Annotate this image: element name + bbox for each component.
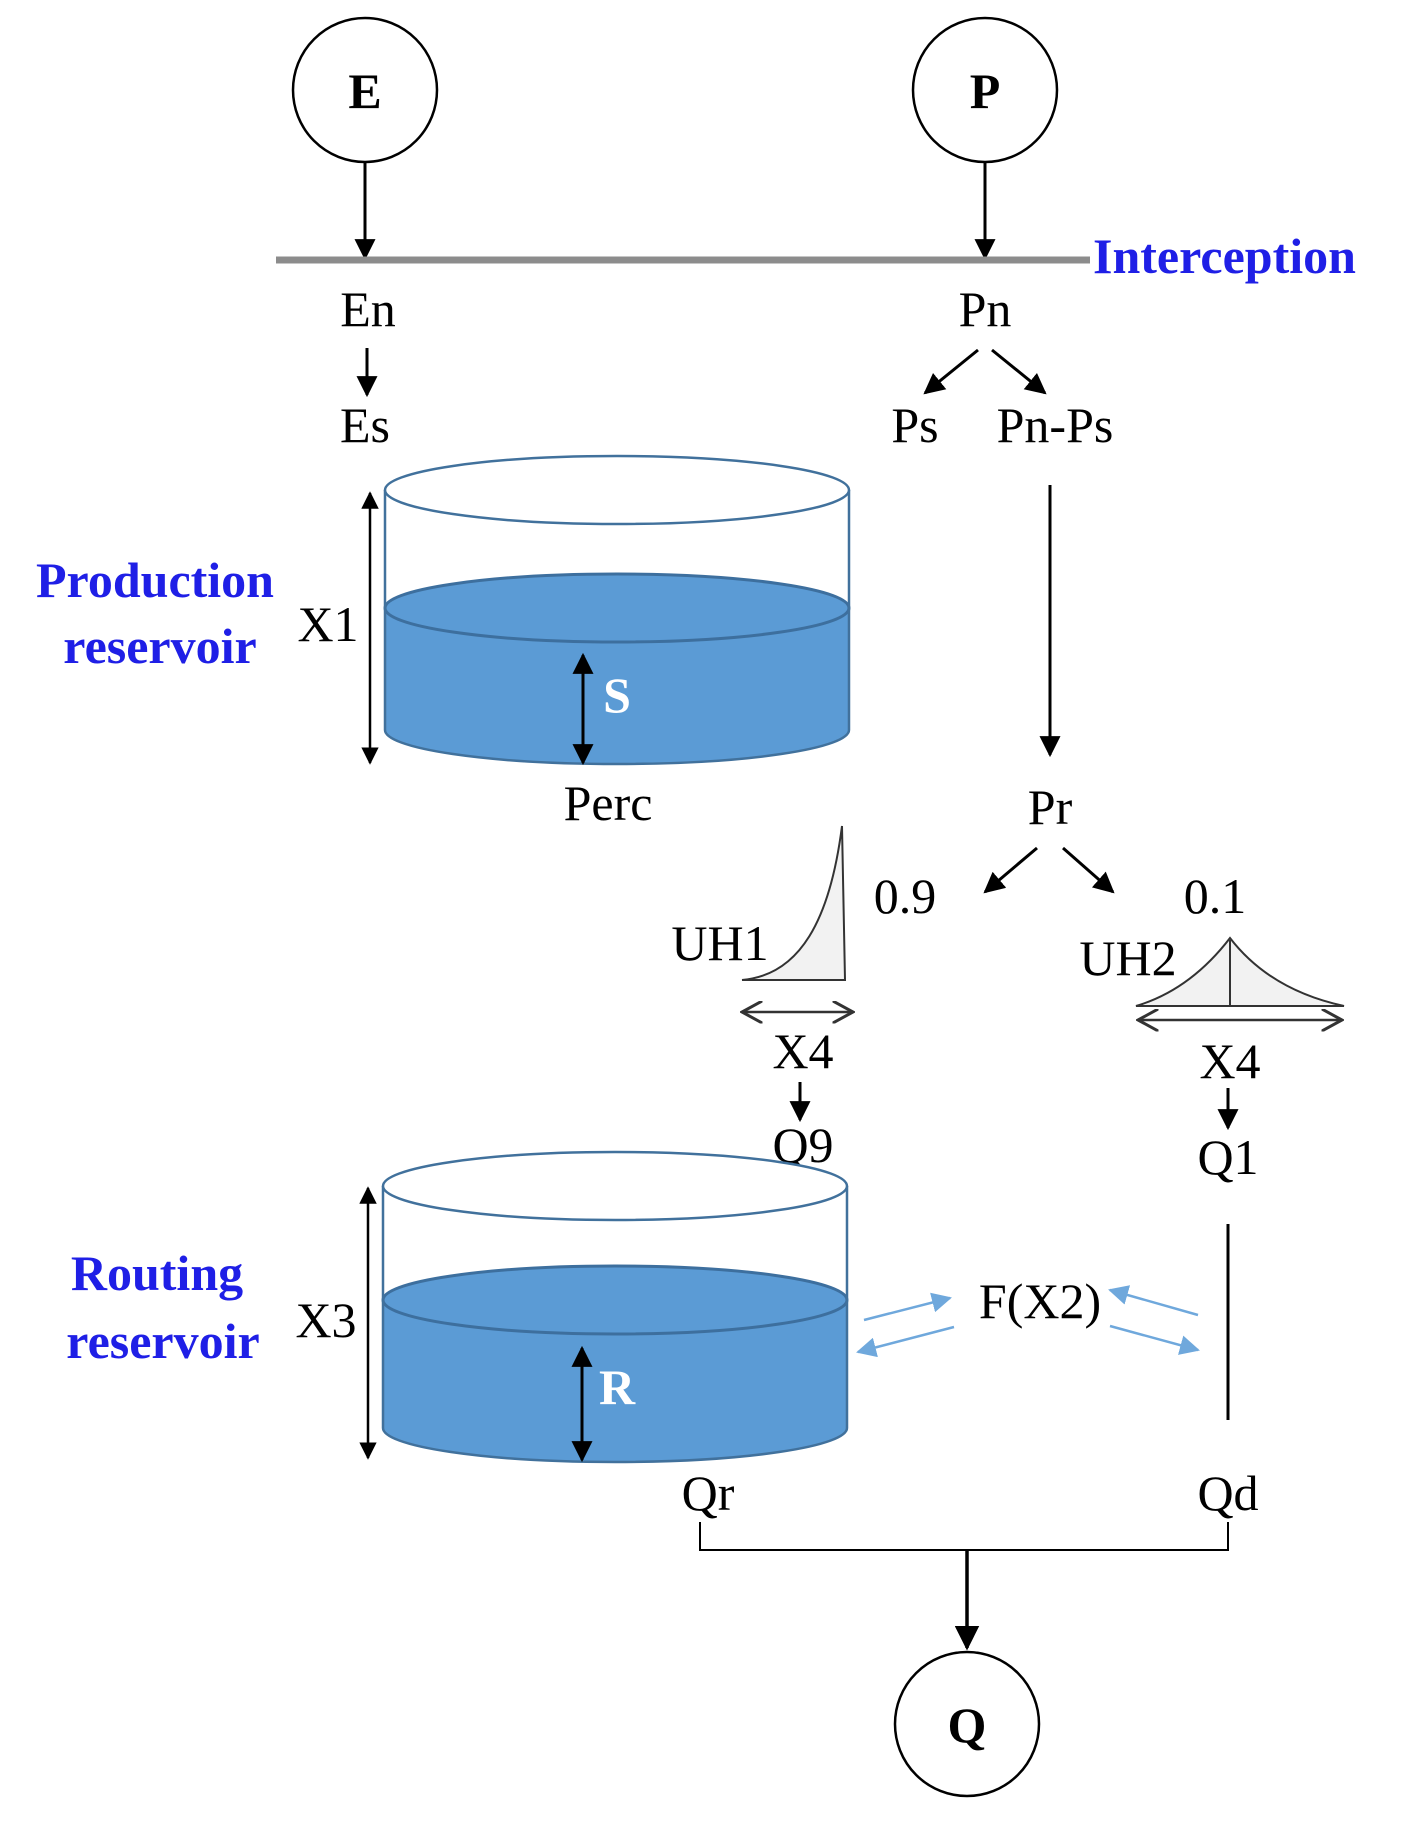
s-label: S (603, 667, 631, 723)
uh2-x4-label: X4 (1199, 1033, 1260, 1089)
routing-reservoir-title-line2: reservoir (66, 1313, 259, 1369)
precipitation-label: P (970, 63, 1001, 119)
arrow-icon (1062, 846, 1115, 894)
evaporation-node: E (291, 16, 439, 164)
pn-ps-label: Pn-Ps (997, 397, 1114, 453)
precipitation-node: P (911, 16, 1059, 164)
fx2-label: F(X2) (979, 1273, 1101, 1329)
arrow-icon (983, 846, 1038, 894)
evaporation-label: E (348, 63, 381, 119)
exchange-arrow-icon (1109, 1324, 1200, 1355)
r-label: R (599, 1359, 636, 1415)
qr-label: Qr (682, 1465, 735, 1521)
production-reservoir-tank-icon (383, 454, 851, 766)
fraction-01-label: 0.1 (1184, 868, 1247, 924)
outflow-node: Q (893, 1650, 1041, 1798)
arrow-icon (991, 348, 1047, 395)
qd-label: Qd (1197, 1465, 1258, 1521)
exchange-arrow-icon (856, 1325, 955, 1358)
es-label: Es (340, 397, 390, 453)
uh1-x4-label: X4 (772, 1023, 833, 1079)
q1-label: Q1 (1197, 1129, 1258, 1185)
en-label: En (340, 281, 396, 337)
x3-label: X3 (295, 1292, 356, 1348)
merge-bracket (699, 1522, 1229, 1551)
fraction-09-label: 0.9 (874, 868, 937, 924)
uh2-unit-hydrograph-icon (1135, 936, 1345, 1007)
arrow-icon (923, 348, 979, 395)
exchange-arrow-icon (1108, 1285, 1199, 1317)
pn-label: Pn (959, 281, 1012, 337)
perc-label: Perc (564, 775, 653, 831)
routing-reservoir-tank-icon (381, 1150, 849, 1464)
uh1-label: UH1 (671, 915, 768, 971)
production-reservoir-title-line2: reservoir (63, 618, 256, 674)
uh2-label: UH2 (1079, 930, 1176, 986)
outflow-label: Q (948, 1697, 987, 1753)
routing-reservoir-title-line1: Routing (71, 1245, 243, 1301)
uh1-unit-hydrograph-icon (741, 825, 847, 981)
interception-label: Interception (1093, 228, 1356, 284)
pr-label: Pr (1028, 779, 1073, 835)
production-reservoir-title-line1: Production (36, 552, 274, 608)
ps-label: Ps (891, 397, 938, 453)
x1-label: X1 (297, 596, 358, 652)
exchange-arrow-icon (863, 1292, 952, 1322)
